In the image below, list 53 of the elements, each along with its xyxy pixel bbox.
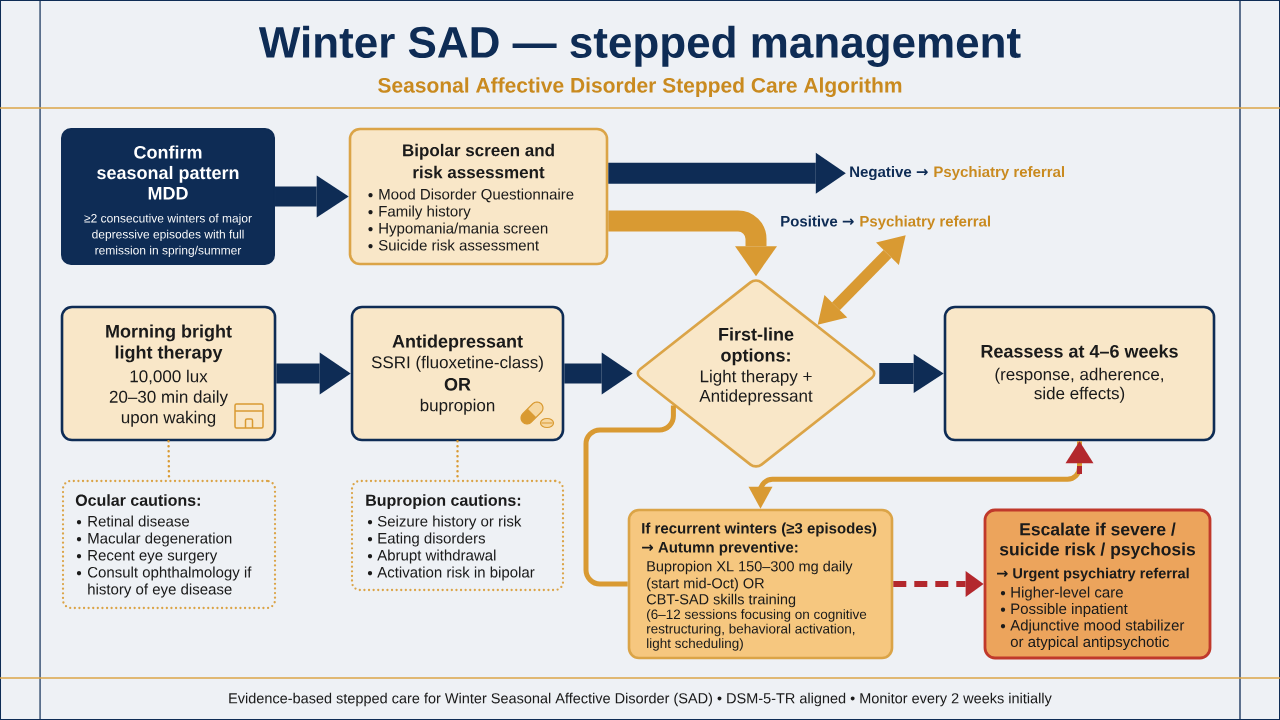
box-text: SSRI (fluoxetine-class) [371, 355, 543, 372]
subtitle: Seasonal Affective Disorder Stepped Care Algorithm [378, 77, 902, 97]
arrow [748, 441, 1082, 509]
block-arrow [608, 152, 846, 194]
bullet-text: Family history [379, 205, 471, 220]
outcome-label: Psychiatry referral [860, 215, 990, 230]
footer-note: Evidence-based stepped care for Winter Seasonal Affective Disorder (SAD) • DSM-5-TR aligned • Monitor every 2 weeks initially [229, 692, 1052, 707]
box-heading: If recurrent winters (≥3 episodes) → Autumn preventive: [642, 522, 877, 556]
box-text: OR [444, 377, 471, 391]
box-heading: Escalate if severe / suicide risk / psychosis [999, 522, 1195, 559]
bullet-text: Mood Disorder Questionnaire [379, 188, 574, 203]
note-heading: Bupropion cautions: [366, 494, 521, 510]
outcome-label: Negative → [850, 166, 928, 181]
box-heading: Antidepressant [392, 334, 523, 352]
bullet-text: Abrupt withdrawal [377, 549, 496, 564]
box-heading: Confirm seasonal pattern MDD [97, 145, 239, 200]
box-note: (6–12 sessions focusing on cognitive restructuring, behavioral activation, light scheduling) [647, 609, 867, 651]
box-text: ≥2 consecutive winters of major depressive episodes with full remission in spring/summer [84, 213, 252, 257]
box-text: Bupropion XL 150–300 mg daily (start mid-Oct) OR [647, 560, 853, 592]
box-heading: Morning bright light therapy [106, 324, 232, 363]
bullet-text: Consult ophthalmology if history of eye disease [88, 566, 252, 598]
box-text: bupropion [420, 398, 495, 415]
box-text: 10,000 lux 20–30 min daily upon waking [109, 369, 228, 427]
box-heading: Bipolar screen and risk assessment [403, 143, 554, 179]
block-arrow [608, 210, 777, 277]
box-heading: Reassess at 4–6 weeks [981, 344, 1178, 358]
block-arrow [564, 352, 633, 395]
box-subheading: → Urgent psychiatry referral [997, 567, 1189, 582]
block-arrow [275, 175, 349, 218]
bullet-text: Adjunctive mood stabilizer or atypical antipsychotic [1010, 619, 1185, 651]
bullet-text: Seizure history or risk [377, 515, 522, 530]
diamond-text: Light therapy + Antidepressant [699, 369, 813, 406]
dashed-arrow [893, 571, 984, 597]
bullet-text: Retinal disease [88, 515, 190, 527]
bullet-text: Recent eye surgery [88, 550, 218, 564]
bullet-text: Macular degeneration [88, 532, 232, 547]
bullet-text: Higher-level care [1011, 586, 1123, 601]
bullet-text: Activation risk in bipolar [377, 566, 535, 581]
note-heading: Ocular cautions: [75, 494, 200, 506]
outcome-label: Psychiatry referral [934, 166, 1064, 181]
double-arrow [817, 235, 906, 325]
block-arrow [879, 354, 944, 393]
box-text: (response, adherence, side effects) [995, 367, 1163, 403]
bullet-text: Suicide risk assessment [378, 239, 539, 251]
diamond-heading: First-line options: [719, 327, 794, 366]
bullet-text: Eating disorders [378, 532, 485, 547]
outcome-label: Positive → [781, 215, 854, 227]
bullet-text: Hypomania/mania screen [379, 222, 548, 237]
bullet-text: Possible inpatient [1011, 603, 1128, 618]
title: Winter SAD — stepped management [258, 25, 1021, 67]
dashed-arrow [1065, 441, 1094, 474]
box-text: CBT-SAD skills training [646, 593, 796, 608]
block-arrow [276, 352, 351, 395]
